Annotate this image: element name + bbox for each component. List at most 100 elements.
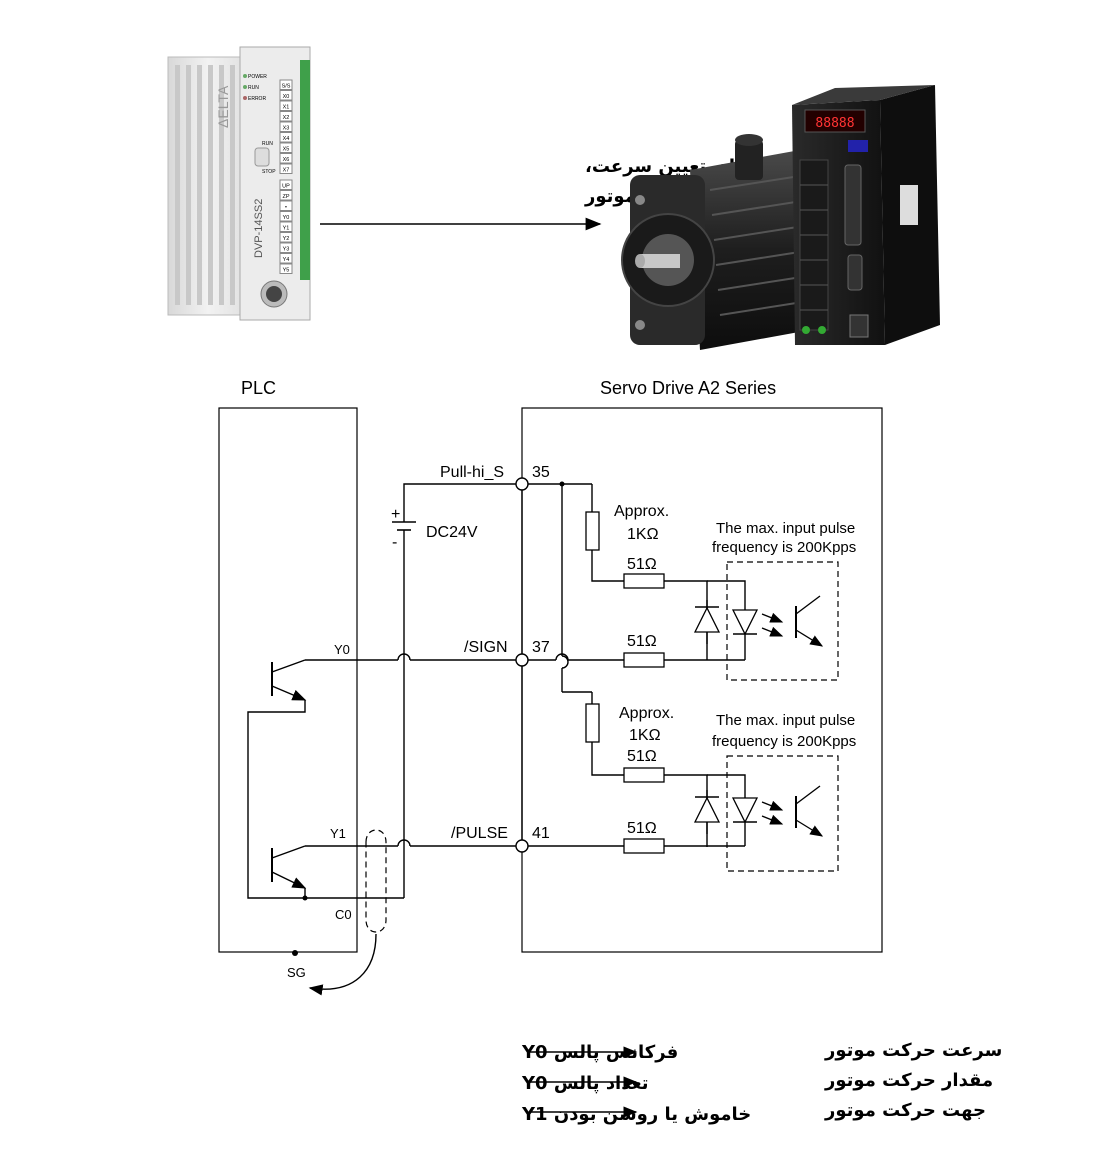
note-1-line-2: frequency is 200Kpps [712, 539, 856, 556]
r51-label-a: 51Ω [627, 556, 657, 573]
note-1-line-1: The max. input pulse [716, 520, 855, 537]
approx-value-2: 1KΩ [629, 727, 661, 744]
resistor-51-c [623, 767, 665, 783]
plc-output-terminal-label: • [285, 205, 287, 211]
resistor-51-d [623, 838, 665, 854]
mapping-left-2: تعداد پالس Y0 [521, 1073, 649, 1094]
drive-title: Servo Drive A2 Series [600, 378, 776, 398]
pin-35-label: 35 [532, 464, 550, 481]
r51-label-d: 51Ω [627, 820, 657, 837]
mapping-right-1: سرعت حرکت موتور [824, 1040, 1002, 1061]
optocoupler-2 [693, 755, 839, 872]
plc-input-terminal-box [279, 121, 293, 132]
pin-41-terminal [515, 839, 529, 853]
plc-input-terminal-label: X4 [283, 136, 290, 142]
y0-label: Y0 [334, 642, 350, 657]
plc-input-terminal-label: X7 [283, 168, 290, 174]
plc-input-terminal-box [279, 90, 293, 101]
plc-output-terminal-label: UP [282, 184, 290, 190]
plc-input-terminal-box [279, 153, 293, 164]
plc-input-terminal-label: X6 [283, 157, 290, 163]
plc-output-terminal-label: Y1 [283, 226, 290, 232]
note-2-line-2: frequency is 200Kpps [712, 733, 856, 750]
plc-output-terminal-label: Y0 [283, 215, 290, 221]
mapping-table: فرکانس پالس Y0 سرعت حرکت موتور تعداد پال… [521, 1040, 1002, 1125]
resistor-51-a [623, 573, 665, 589]
pullhi-label: Pull-hi_S [440, 464, 504, 481]
approx-value-1: 1KΩ [627, 526, 659, 543]
plc-brand: ΔELTA [215, 85, 231, 128]
plc-output-terminal-box [279, 253, 293, 264]
plc-output-terminal-box [279, 190, 293, 201]
plc-device-illustration: POWER RUN ERROR ΔELTA RUN STOP DVP-14SS2… [167, 46, 311, 321]
mapping-row: فرکانس پالس Y0 سرعت حرکت موتور [521, 1040, 1002, 1063]
approx-label-1: Approx. [614, 503, 669, 520]
approx-label-2: Approx. [619, 705, 674, 722]
optocoupler-1 [693, 561, 839, 681]
plc-output-terminal-label: Y2 [283, 236, 290, 242]
pin-37-label: 37 [532, 639, 550, 656]
dc-label: DC24V [426, 524, 478, 541]
plc-output-terminal-box [279, 200, 293, 211]
y1-label: Y1 [330, 826, 346, 841]
mapping-row: تعداد پالس Y0 مقدار حرکت موتور [521, 1070, 993, 1094]
pin-41-label: 41 [532, 825, 550, 842]
r51-label-b: 51Ω [627, 633, 657, 650]
plc-output-terminal-label: Y5 [283, 268, 290, 274]
servo-drive-illustration: 88888 [792, 85, 940, 345]
plc-model: DVP-14SS2 [253, 199, 265, 258]
note-2-line-1: The max. input pulse [716, 712, 855, 729]
plc-output-terminal-box [279, 242, 293, 253]
plc-switch-run: RUN [262, 141, 273, 147]
sign-line [357, 652, 745, 668]
shielded-cable [292, 829, 387, 996]
plc-output-terminal-box [279, 232, 293, 243]
plc-output-terminal-box [279, 221, 293, 232]
transistor-y1 [271, 845, 357, 901]
mapping-right-2: مقدار حرکت موتور [824, 1070, 993, 1091]
plc-input-terminal-label: X1 [283, 105, 290, 111]
plc-output-terminal-box [279, 263, 293, 274]
sign-label: /SIGN [464, 639, 508, 656]
mapping-right-3: جهت حرکت موتور [824, 1100, 986, 1121]
resistor-1k-b [585, 703, 600, 743]
motor-fins [709, 175, 810, 316]
dc24v-supply: + - DC24V [391, 483, 522, 898]
plc-led-run: RUN [248, 85, 259, 91]
plc-led-error: ERROR [248, 96, 266, 102]
plc-output-terminal-label: Y3 [283, 247, 290, 253]
plc-output-terminal-label: ZP [282, 194, 289, 200]
dc-plus: + [391, 506, 400, 523]
plc-box [218, 407, 358, 953]
mapping-row: خاموش یا روشن بودن Y1 جهت حرکت موتور [521, 1100, 986, 1125]
plc-input-terminal-box [279, 100, 293, 111]
drive-display: 88888 [815, 116, 854, 131]
plc-title: PLC [241, 378, 276, 398]
plc-input-terminal-box [279, 111, 293, 122]
plc-input-terminal-box [279, 79, 293, 90]
sg-label: SG [287, 965, 306, 980]
plc-led-power: POWER [248, 74, 267, 80]
drive-terminals [799, 159, 829, 331]
plc-input-terminal-label: X3 [283, 126, 290, 132]
plc-input-terminal-label: X2 [283, 115, 290, 121]
pullhi-network [521, 481, 708, 850]
c0-label: C0 [335, 907, 352, 922]
plc-input-terminal-box [279, 132, 293, 143]
dc-minus: - [392, 534, 397, 551]
servo-motor-illustration [621, 134, 810, 350]
plc-output-terminal-box [279, 211, 293, 222]
plc-input-terminal-label: X0 [283, 94, 290, 100]
plc-switch-stop: STOP [262, 169, 276, 175]
plc-vent-grille [175, 65, 235, 305]
r51-label-c: 51Ω [627, 748, 657, 765]
transistor-y0 [247, 659, 404, 899]
mapping-left-3: خاموش یا روشن بودن Y1 [521, 1104, 751, 1125]
resistor-51-b [623, 652, 665, 668]
plc-input-terminal-label: S/S [282, 84, 291, 90]
plc-input-terminal-box [279, 163, 293, 174]
pin-37-terminal [515, 653, 529, 667]
plc-input-terminal-label: X5 [283, 147, 290, 153]
